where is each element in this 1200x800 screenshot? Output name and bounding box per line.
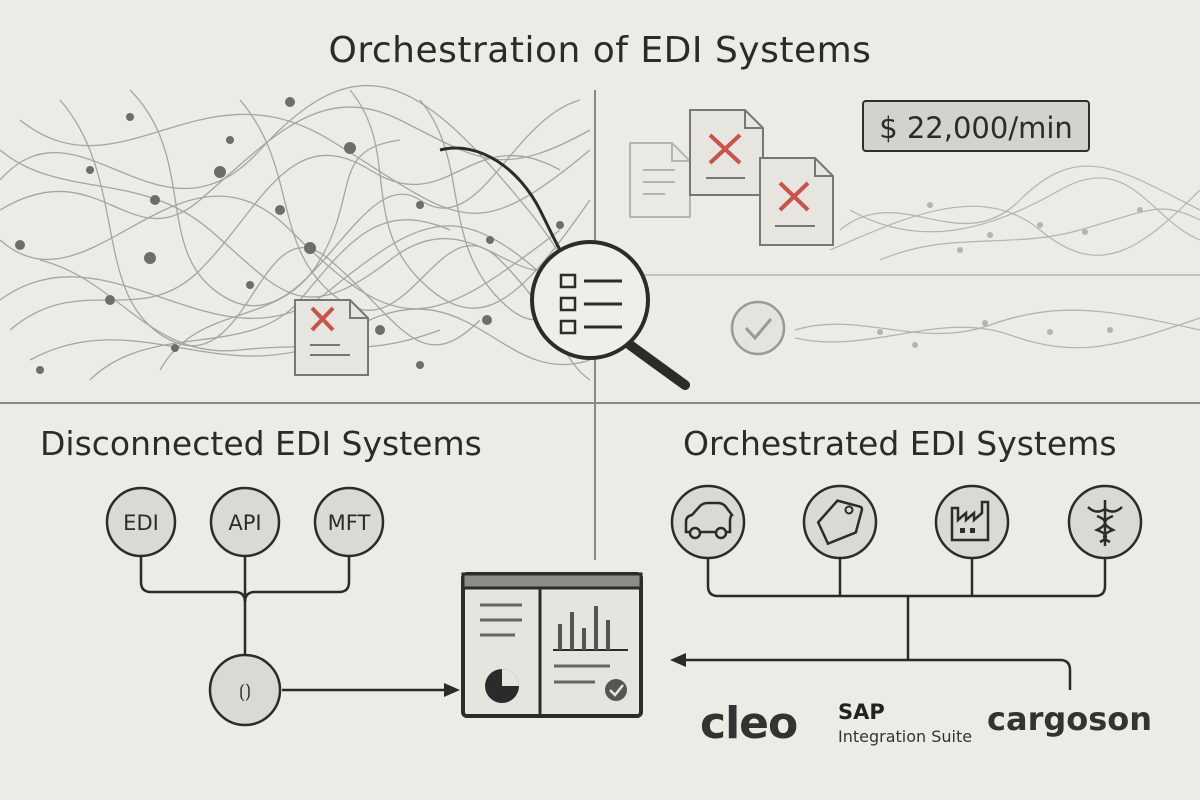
sap-logo-subtitle: Integration Suite [838,727,973,746]
cargoson-logo: cargoson [987,700,1153,738]
dashboard-icon [461,572,643,718]
faded-document [629,142,691,218]
protocol-tree-lines [139,556,448,692]
calm-wave-lines [794,309,1200,349]
network-nodes [15,97,564,374]
protocol-node-mft: MFT [313,486,385,558]
error-document-top [689,109,764,196]
protocol-node-api: API [209,486,281,558]
protocol-label: MFT [328,511,371,535]
error-document-bottom [759,157,834,246]
faint-wave-nodes [927,202,1143,253]
cost-badge: $ 22,000/min [862,100,1090,152]
industry-tree-lines [685,556,1107,690]
tag-icon [802,484,878,560]
section-title-orchestrated: Orchestrated EDI Systems [683,424,1117,463]
hub-glyph: ⟮⟯ [239,681,251,702]
cleo-logo: cleo [700,698,798,749]
magnifier-icon [530,240,690,390]
faint-wave-network [829,165,1200,261]
factory-icon [934,484,1010,560]
hub-node: ⟮⟯ [208,653,282,727]
car-icon [670,484,746,560]
check-circle-icon [730,300,786,356]
page-title: Orchestration of EDI Systems [328,30,872,71]
protocol-label: EDI [123,511,159,535]
error-document-left [294,299,369,376]
section-title-disconnected: Disconnected EDI Systems [40,424,482,463]
caduceus-icon [1067,484,1143,560]
protocol-label: API [228,511,261,535]
calm-wave-nodes [877,320,1113,348]
arrow-to-dashboard [444,683,460,697]
sap-logo: SAP [838,700,885,724]
arrow-to-dashboard-right [670,653,686,667]
protocol-node-edi: EDI [105,486,177,558]
